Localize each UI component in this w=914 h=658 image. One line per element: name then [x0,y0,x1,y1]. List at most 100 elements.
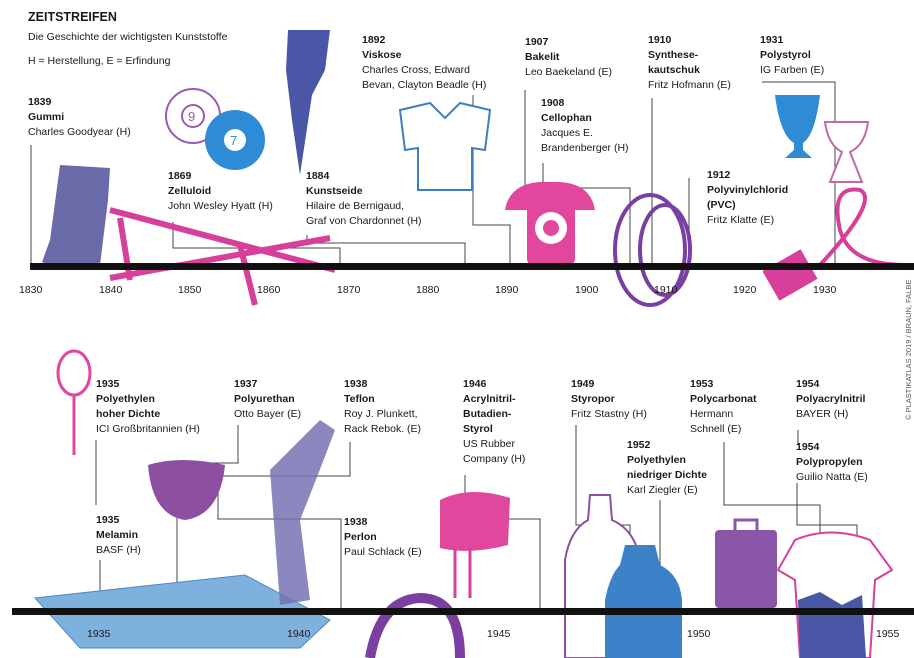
event-year: 1952 [627,439,651,451]
tick-label: 1900 [575,284,599,296]
event-detail: Hermann [690,408,734,420]
event-year: 1935 [96,514,120,526]
billiard-ball-9-icon: 9 [165,88,221,144]
svg-text:7: 7 [230,133,237,148]
tick-label: 1935 [87,628,111,640]
event-year: 1910 [648,34,672,46]
event-detail: Schnell (E) [690,423,742,435]
tick-label: 1945 [487,628,511,640]
event-year: 1869 [168,170,192,182]
tick-label: 1940 [287,628,311,640]
tick-label: 1910 [654,284,678,296]
event-detail: US Rubber [463,438,515,450]
tick-label: 1890 [495,284,519,296]
event-name: Zelluloid [168,185,212,197]
tick-label: 1930 [813,284,837,296]
event-name: Polyethylen [627,454,686,466]
tick-label: 1950 [687,628,711,640]
chart-subtitle: Die Geschichte der wichtigsten Kunststof… [28,31,228,43]
suitcase-icon [715,518,777,608]
pan-icon [365,592,465,658]
goblet-icon [775,95,820,158]
event-detail: niedriger Dichte [627,469,707,481]
tick-label: 1955 [876,628,900,640]
event-name: Teflon [344,393,375,405]
event-name: Cellophan [541,112,592,124]
event-name: Bakelit [525,51,560,63]
detergent-bottle-icon [605,545,682,658]
event-name: Polypropylen [796,456,863,468]
chart-legend: H = Herstellung, E = Erfindung [28,55,171,67]
event-detail: IG Farben (E) [760,64,825,76]
chart-title: ZEITSTREIFEN [28,10,117,24]
event-year: 1937 [234,378,258,390]
tire-icon [613,193,692,307]
hand-mixer-icon [440,491,510,598]
event-detail: Bevan, Clayton Beadle (H) [362,79,487,91]
event-detail: Hilaire de Bernigaud, [306,200,405,212]
event-name: Viskose [362,49,402,61]
event-name: Acrylnitril- [463,393,516,405]
event-detail: Guilio Natta (E) [796,471,868,483]
event-name: Polyvinylchlorid [707,184,789,196]
event-detail: Jacques E. [541,127,593,139]
event-detail: Styrol [463,423,493,435]
event-detail: ICI Großbritannien (H) [96,423,200,435]
event-detail: Otto Bayer (E) [234,408,302,420]
event-year: 1954 [796,441,820,453]
telephone-icon [505,181,595,265]
blouse-icon [398,101,492,191]
event-detail: Brandenberger (H) [541,142,629,154]
event-detail: Fritz Klatte (E) [707,214,775,226]
event-detail: Leo Baekeland (E) [525,66,612,78]
spoon-icon [56,349,92,455]
event-detail: hoher Dichte [96,408,161,420]
event-name: Kunstseide [306,185,363,197]
event-year: 1931 [760,34,784,46]
tick-label: 1860 [257,284,281,296]
bowl-icon [148,460,225,520]
event-name: Polystyrol [760,49,811,61]
event-year: 1953 [690,378,714,390]
t-shirt-icon [776,531,894,658]
event-year: 1935 [96,378,120,390]
event-detail: Roy J. Plunkett, [344,408,418,420]
timeline-axis-top [30,263,914,270]
event-name: Polyurethan [234,393,295,405]
tick-label: 1920 [733,284,757,296]
event-detail: Rack Rebok. (E) [344,423,422,435]
event-detail: kautschuk [648,64,700,76]
event-name: Polyethylen [96,393,155,405]
event-detail: (PVC) [707,199,736,211]
event-year: 1946 [463,378,487,390]
event-detail: BASF (H) [96,544,141,556]
event-detail: Karl Ziegler (E) [627,484,698,496]
event-name: Perlon [344,531,377,543]
tick-label: 1830 [19,284,43,296]
event-detail: Graf von Chardonnet (H) [306,215,422,227]
event-year: 1938 [344,378,368,390]
egg-cup-icon [823,121,870,183]
tick-label: 1880 [416,284,440,296]
event-year: 1907 [525,36,549,48]
tick-label: 1850 [178,284,202,296]
event-year: 1892 [362,34,386,46]
